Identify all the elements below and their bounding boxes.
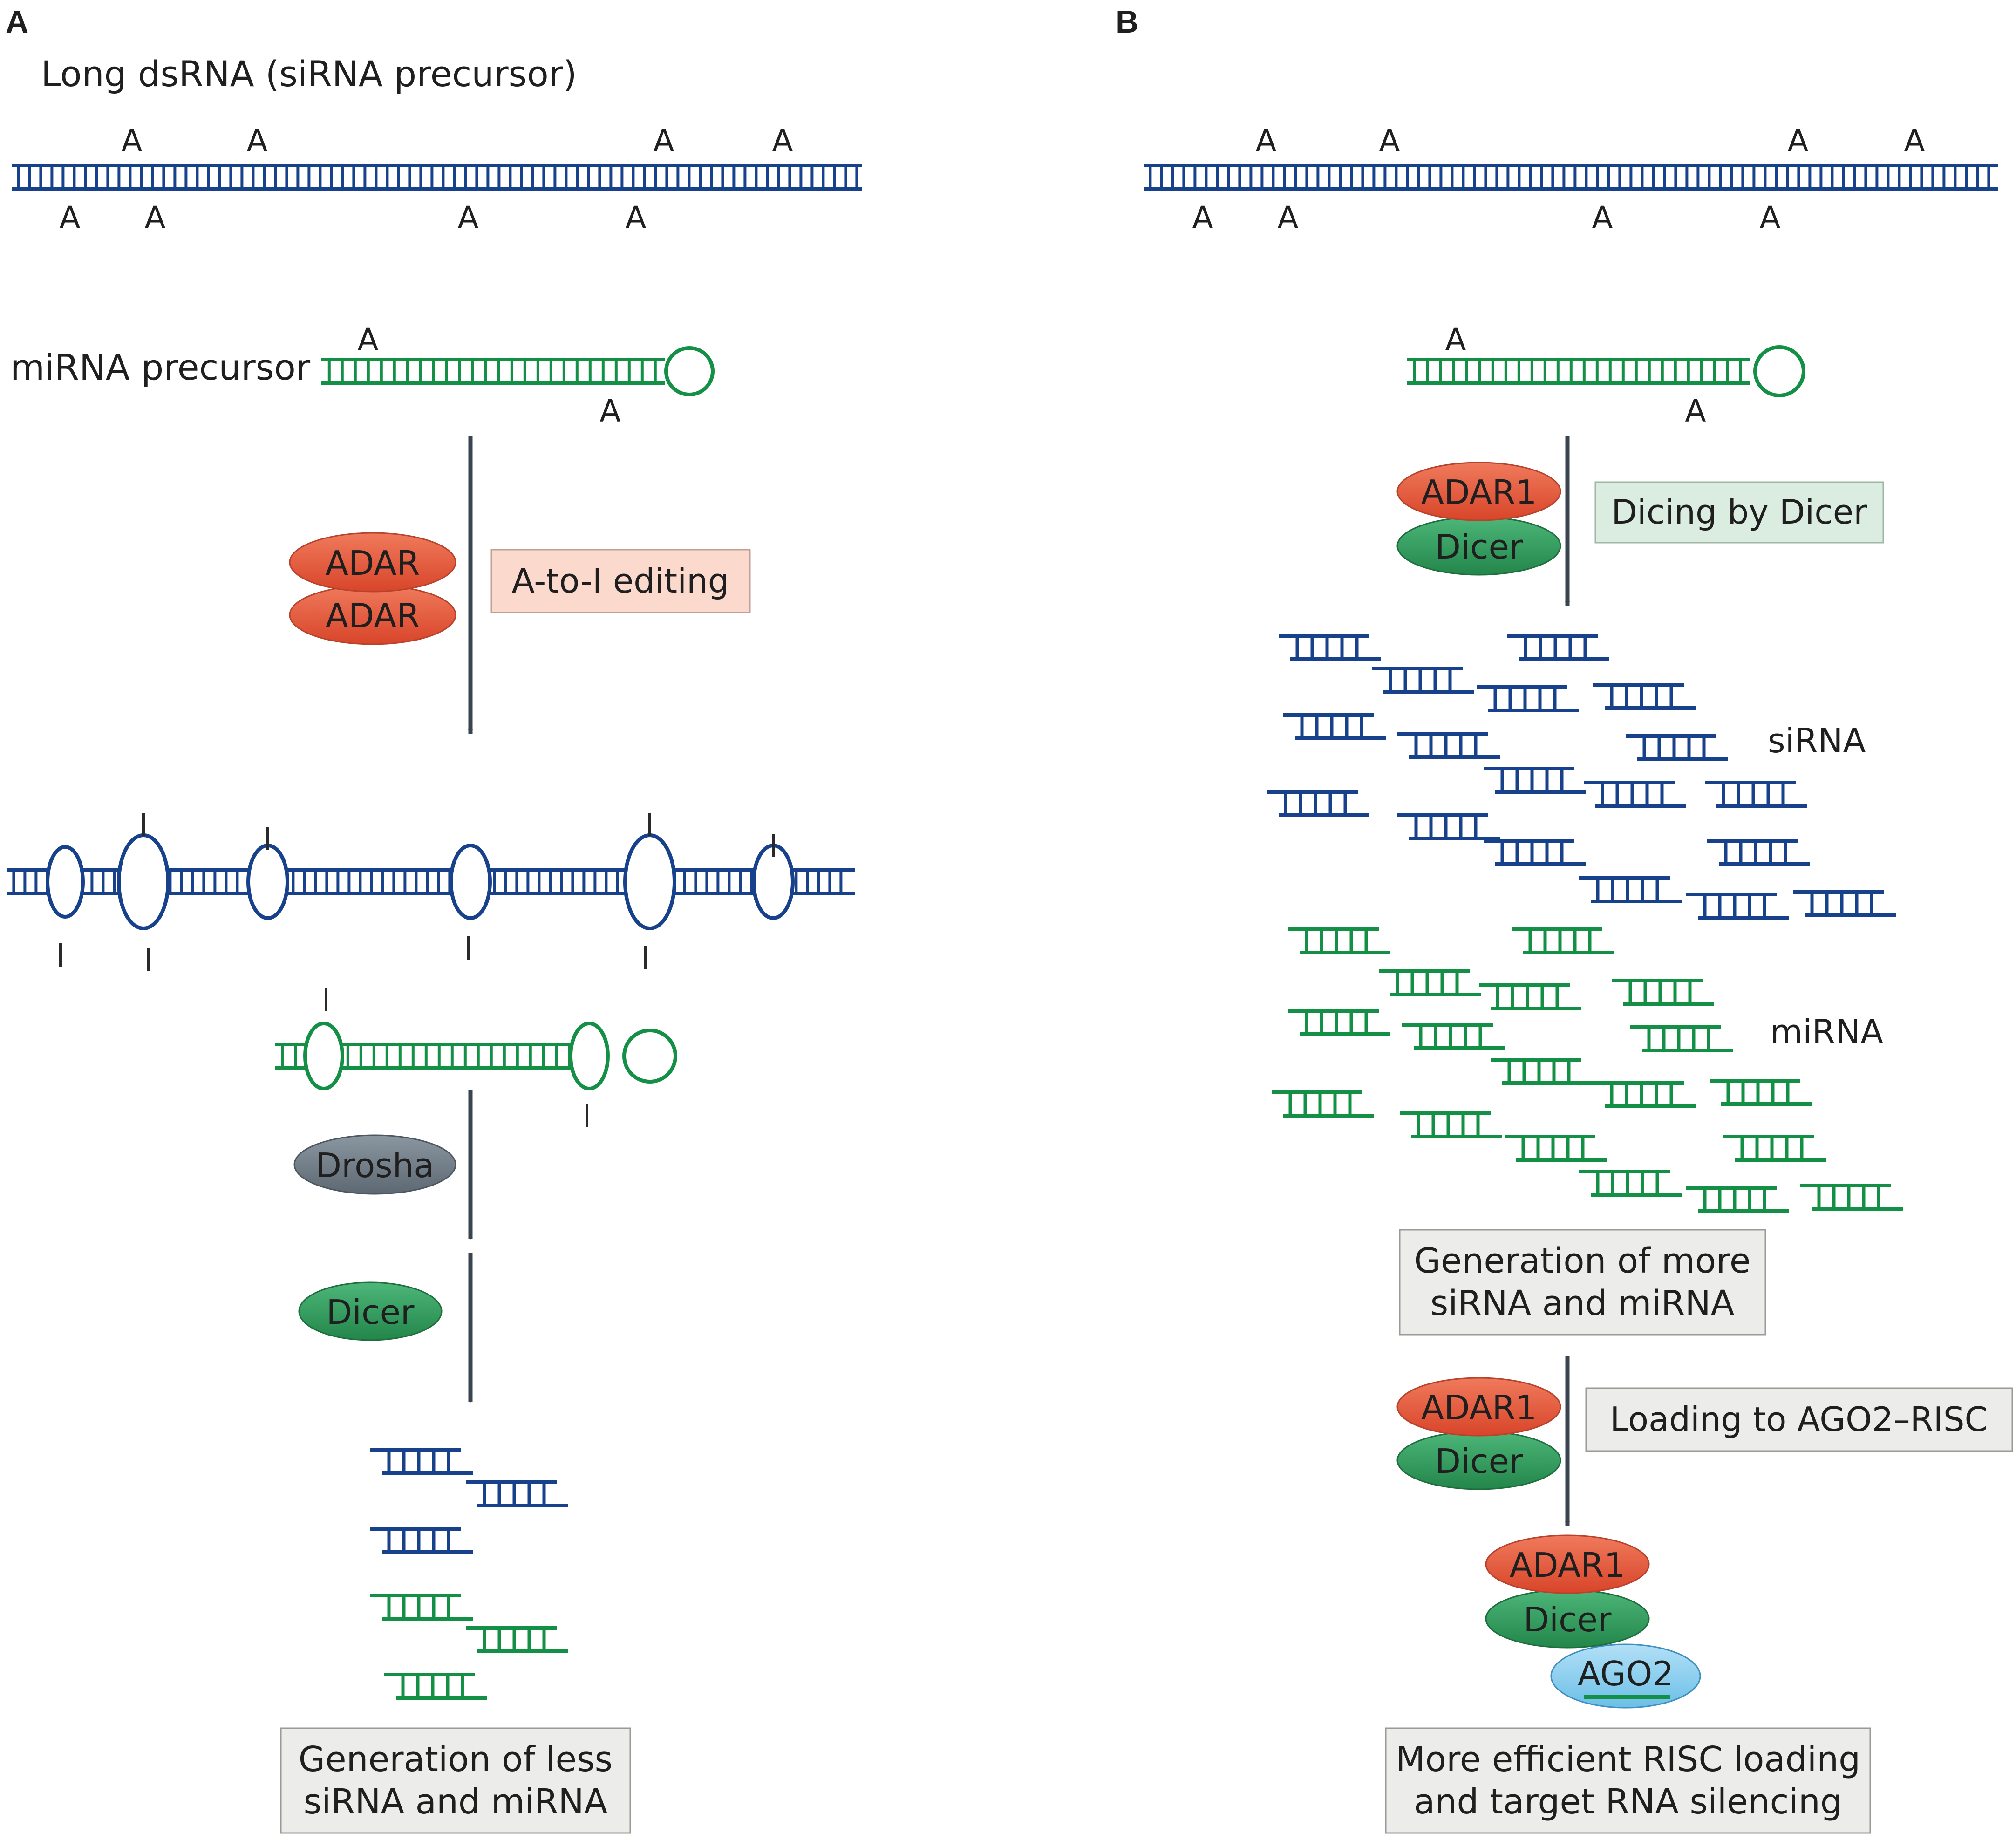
adar1-enzyme-3 [1485, 1534, 1650, 1594]
drosha-enzyme [293, 1134, 456, 1195]
long-dsrna-label: Long dsRNA (siRNA precursor) [41, 53, 577, 95]
adenosine-label: A [1685, 393, 1706, 429]
adenosine-label: A [121, 123, 142, 159]
adenosine-label: A [1192, 200, 1213, 236]
adar1-enzyme-2 [1396, 1377, 1561, 1437]
adenosine-label: A [1255, 123, 1276, 159]
adenosine-label: A [625, 200, 646, 236]
adenosine-label: A [599, 393, 620, 429]
panel-a-long-dsrna [12, 164, 862, 191]
adenosine-label: A [1787, 123, 1808, 159]
panel-a-edited-dsrna [7, 833, 855, 930]
risc-complex: AGO2 Dicer ADAR1 [1485, 1534, 1701, 1709]
inosine-bulge [449, 844, 492, 920]
adar-label-bottom: ADAR [326, 596, 420, 635]
adenosine-label: A [246, 123, 267, 159]
a-edited-mirna-precursor-bulge [569, 1022, 610, 1090]
ago2-label: AGO2 [1578, 1654, 1674, 1693]
adar1-label-1: ADAR1 [1421, 473, 1537, 512]
loading-label: Loading to AGO2–RISC [1610, 1400, 1988, 1439]
adenosine-label: A [1904, 123, 1925, 159]
editing-label: A-to-I editing [512, 561, 729, 600]
adenosine-label: A [1592, 200, 1613, 236]
b-mirna-precursor-terminal-loop [1753, 345, 1805, 397]
panel-a-result-line1: Generation of less [299, 1739, 613, 1779]
panel-a-result-box [280, 1727, 631, 1834]
inosine-bulge [246, 844, 289, 920]
adar-dimer: ADAR ADAR [289, 532, 456, 645]
adar1-label-3: ADAR1 [1510, 1546, 1626, 1585]
sirna-label: siRNA [1768, 721, 1866, 760]
mirna-label: miRNA [1770, 1012, 1883, 1051]
panel-b-letter: B [1116, 4, 1138, 40]
adenosine-label: A [653, 123, 674, 159]
a-edited-mirna-precursor-terminal-loop [622, 1029, 677, 1084]
adenosine-label: A [1277, 200, 1298, 236]
panel-b-long-dsrna [1144, 164, 1998, 191]
editing-label-box [490, 549, 751, 613]
inosine-bulge [623, 833, 676, 930]
generation-box [1399, 1229, 1766, 1336]
a-mirna-precursor-terminal-loop [664, 346, 715, 396]
panel-a-letter: A [6, 4, 28, 40]
dicer-label-2: Dicer [1435, 1442, 1523, 1481]
panel-b-result-box [1385, 1727, 1871, 1834]
dicer-label-1: Dicer [1435, 527, 1523, 566]
ago2-protein [1550, 1643, 1701, 1709]
dicing-label-box [1594, 481, 1884, 544]
adar-enzyme-top [289, 532, 456, 593]
adenosine-label: A [59, 200, 80, 236]
inosine-bulge [117, 833, 170, 930]
adenosine-label: A [144, 200, 165, 236]
panel-b-mirna-precursor [1407, 345, 1805, 397]
drosha-label: Drosha [316, 1146, 435, 1185]
adenosine-label: A [357, 322, 378, 358]
panel-a-small-rnas [370, 1448, 568, 1700]
generation-line2: siRNA and miRNA [1430, 1283, 1735, 1323]
dicer-label: Dicer [327, 1293, 415, 1332]
panel-a-long-dsrna-adenosines: A A A A A A A A [59, 123, 793, 236]
panel-b-mirna-precursor-adenosines: AA [1445, 322, 1706, 429]
loading-label-box [1585, 1387, 2013, 1452]
mirna-precursor-label: miRNA precursor [10, 347, 311, 388]
panel-a-mirna-precursor-adenosines: AA [357, 322, 620, 429]
adar-label-top: ADAR [326, 544, 420, 583]
adar1-label-2: ADAR1 [1421, 1388, 1537, 1427]
panel-a-edited-mirna-inosines [325, 988, 588, 1127]
adar1-enzyme-1 [1396, 462, 1561, 521]
panel-a-result-line2: siRNA and miRNA [304, 1782, 608, 1822]
adenosine-label: A [772, 123, 793, 159]
panel-a-edited-mirna-precursor [275, 1022, 677, 1090]
inosine-bulge [46, 845, 85, 919]
panel-b-sirna-cluster [1267, 634, 1896, 920]
panel-b-long-dsrna-adenosines: A A A A A A A A [1192, 123, 1925, 236]
panel-a-mirna-precursor [321, 346, 715, 396]
panel-b-result-line1: More efficient RISC loading [1396, 1739, 1860, 1779]
adenosine-label: A [1379, 123, 1400, 159]
adenosine-label: A [1759, 200, 1780, 236]
dicer-enzyme [298, 1281, 443, 1341]
dicing-label: Dicing by Dicer [1611, 492, 1867, 532]
panel-b-mirna-cluster [1272, 927, 1903, 1213]
adar1-dicer-complex-2: Dicer ADAR1 [1396, 1377, 1561, 1490]
adenosine-label: A [457, 200, 478, 236]
panel-a-edited-dsrna-inosines [59, 813, 775, 971]
adar1-dicer-complex-1: Dicer ADAR1 [1396, 462, 1561, 576]
panel-b-result-line2: and target RNA silencing [1414, 1782, 1842, 1822]
adenosine-label: A [1445, 322, 1466, 358]
dicer-label-3: Dicer [1524, 1600, 1612, 1639]
a-edited-mirna-precursor-bulge [303, 1022, 344, 1090]
generation-line1: Generation of more [1414, 1241, 1751, 1281]
